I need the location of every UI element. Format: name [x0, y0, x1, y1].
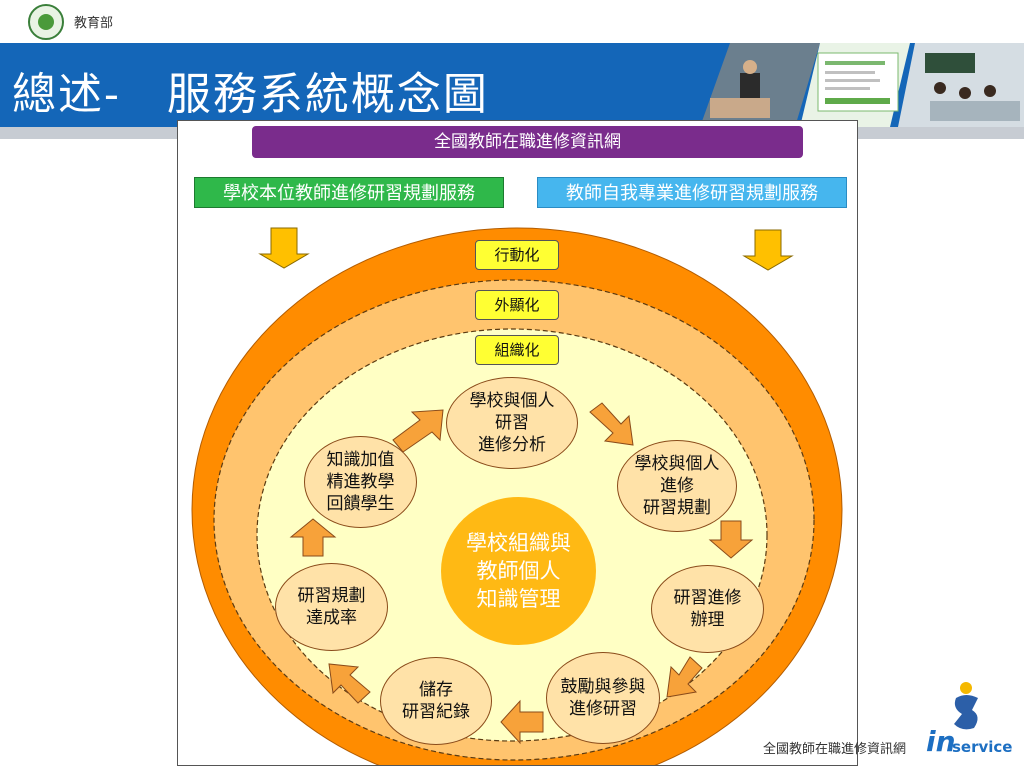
cycle-node-achievement: 研習規劃 達成率: [275, 563, 388, 651]
cycle-node-participation: 鼓勵與參與 進修研習: [546, 652, 660, 744]
page-title: 總述- 服務系統概念圖: [12, 69, 489, 120]
ministry-logo-icon: [28, 4, 64, 40]
header-photos: [700, 43, 1024, 127]
arrow-5-to-6-icon: [328, 663, 371, 704]
cycle-node-analysis: 學校與個人 研習 進修分析: [446, 377, 578, 469]
ministry-name: 教育部: [74, 16, 114, 31]
left-down-arrow-icon: [258, 227, 310, 269]
layer-tag-organize: 組織化: [475, 335, 559, 365]
arrow-7-to-1-icon: [392, 409, 444, 453]
mascot-icon: [954, 682, 978, 730]
cycle-node-planning: 學校與個人 進修 研習規劃: [617, 440, 737, 532]
arrow-2-to-3-icon: [708, 520, 754, 559]
cycle-node-feedback: 知識加值 精進教學 回饋學生: [304, 436, 417, 528]
arrow-6-to-7-icon: [289, 518, 337, 557]
top-service-box: 全國教師在職進修資訊網: [252, 126, 803, 158]
brand-logo-in: in: [926, 725, 956, 758]
brand-logo-service: service: [952, 738, 1013, 756]
arrow-3-to-4-icon: [666, 656, 703, 698]
layer-tag-explicit: 外顯化: [475, 290, 559, 320]
cycle-node-execution: 研習進修 辦理: [651, 565, 764, 653]
school-service-box: 學校本位教師進修研習規劃服務: [194, 177, 504, 208]
layer-tag-mobile: 行動化: [475, 240, 559, 270]
footer-site-name: 全國教師在職進修資訊網: [763, 742, 907, 757]
teacher-service-box: 教師自我專業進修研習規劃服務: [537, 177, 847, 208]
right-down-arrow-icon: [742, 229, 794, 271]
center-knowledge-management: 學校組織與 教師個人 知識管理: [441, 497, 596, 645]
cycle-node-records: 儲存 研習紀錄: [380, 657, 492, 745]
arrow-1-to-2-icon: [589, 402, 634, 446]
top-bar: 教育部: [0, 0, 1024, 42]
arrow-4-to-5-icon: [500, 699, 544, 745]
